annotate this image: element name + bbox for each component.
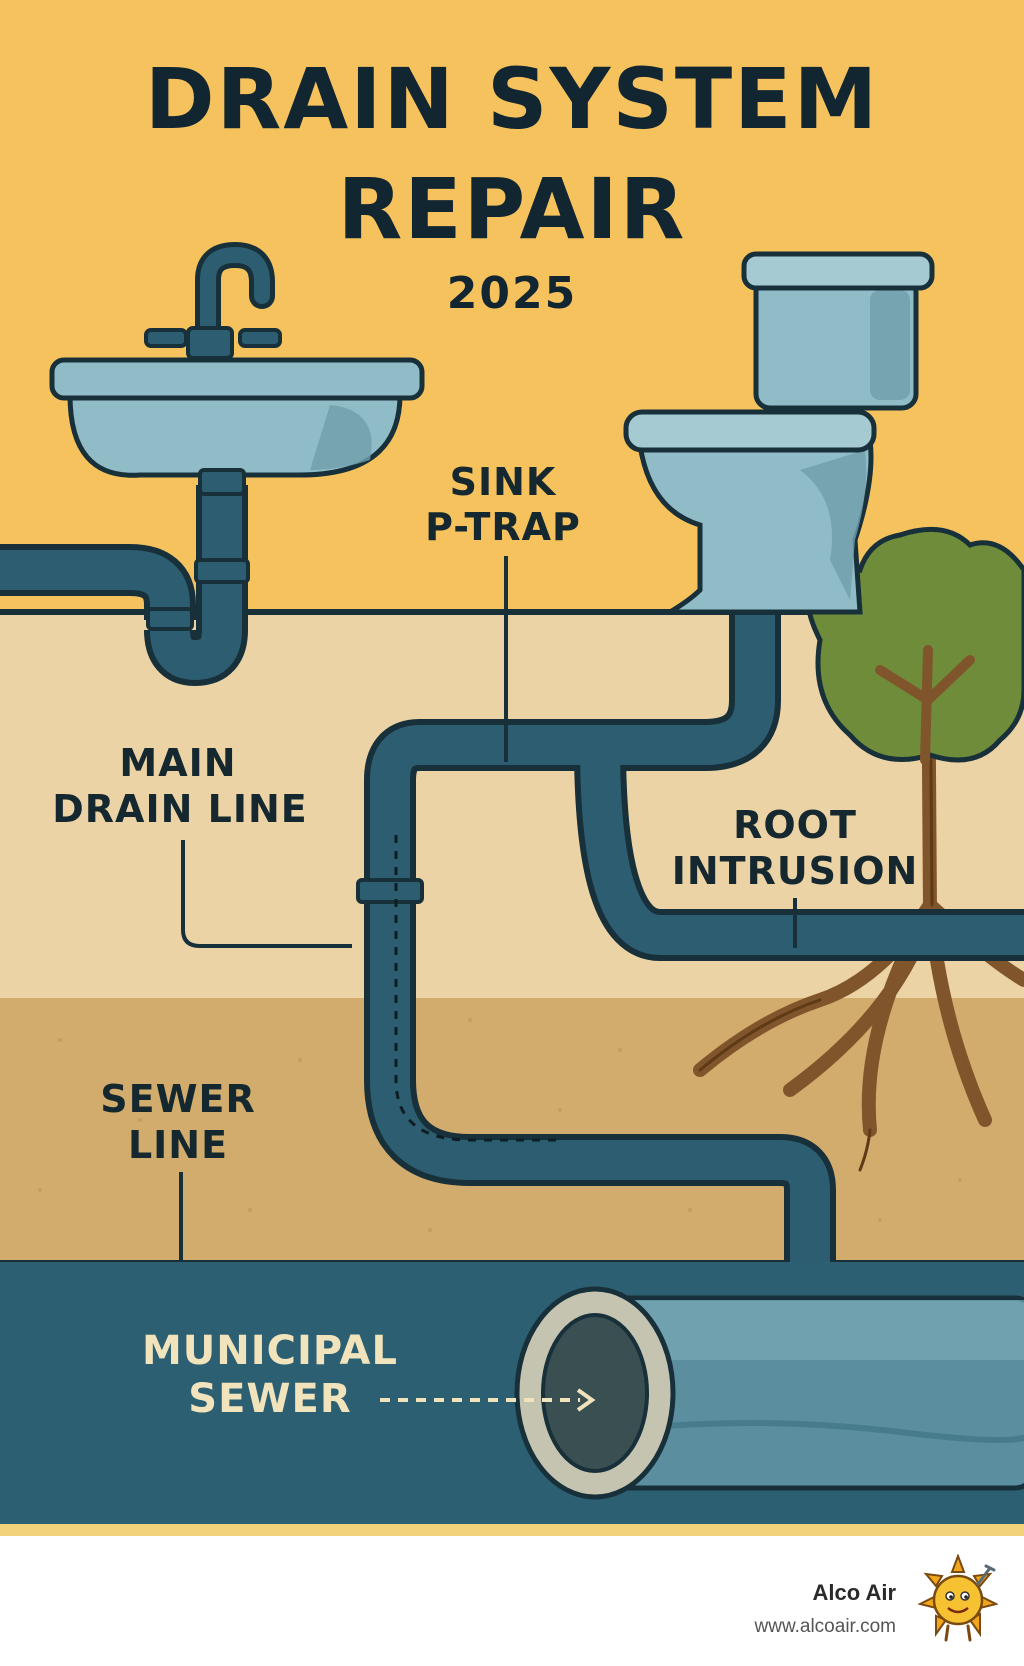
municipal-sewer-label-line-1: MUNICIPAL (142, 1328, 398, 1374)
title-year: 2025 (447, 268, 577, 319)
main-drain-label-line-2: DRAIN LINE (52, 787, 308, 831)
brand-url: www.alcoair.com (754, 1616, 897, 1637)
sewer-line-label-line-1: SEWER (100, 1077, 255, 1121)
root-intrusion-label-line-1: ROOT (733, 803, 857, 847)
main-drain-callout: MAIN DRAIN LINE (52, 741, 352, 948)
municipal-sewer-pipe (514, 1286, 1024, 1500)
sink-icon (49, 241, 425, 496)
municipal-sewer-callout: MUNICIPAL SEWER (142, 1328, 596, 1422)
sun-mascot-icon (918, 1554, 998, 1642)
root-intrusion-callout: ROOT INTRUSION (672, 803, 919, 948)
sink-ptrap-label-line-2: P-TRAP (425, 505, 581, 549)
title-line-2: REPAIR (338, 160, 687, 258)
soil-speckles (38, 1018, 962, 1232)
sink-ptrap-callout: SINK P-TRAP (425, 460, 581, 762)
brand-name: Alco Air (812, 1580, 896, 1605)
toilet-icon (623, 251, 935, 615)
drain-diagram: DRAIN SYSTEM REPAIR 2025 SINK P-TRAP MAI… (0, 0, 1024, 1536)
root-intrusion-label-line-2: INTRUSION (672, 849, 919, 893)
footer: Alco Air www.alcoair.com (0, 1536, 1024, 1666)
sewer-line-label-line-2: LINE (128, 1123, 228, 1167)
sink-ptrap-label-line-1: SINK (450, 460, 557, 504)
main-drain-label-line-1: MAIN (119, 741, 236, 785)
title-line-1: DRAIN SYSTEM (145, 50, 879, 148)
drain-pipes (0, 485, 1024, 1262)
municipal-sewer-label-line-2: SEWER (188, 1376, 351, 1422)
sewer-line-callout: SEWER LINE (100, 1077, 255, 1262)
